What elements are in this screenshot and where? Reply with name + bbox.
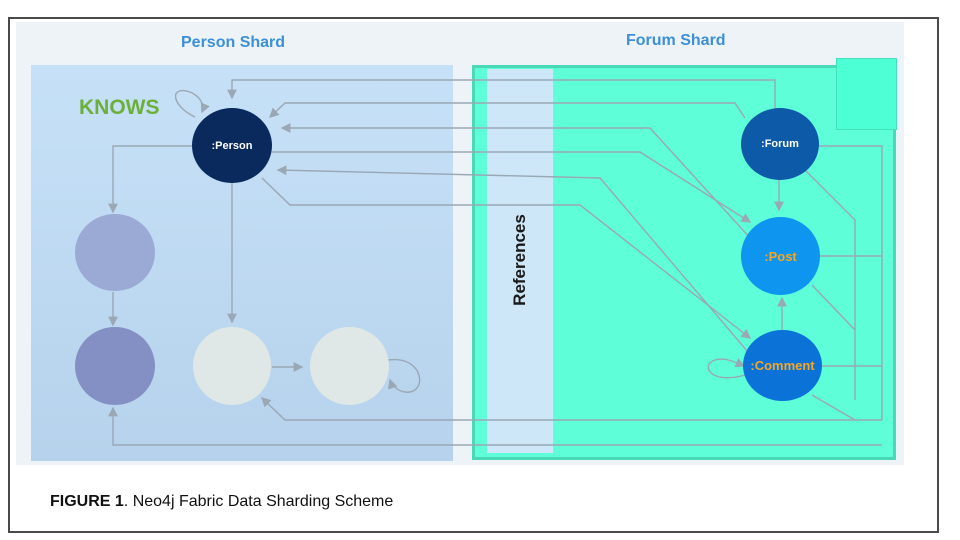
- person-to-comment-edge: [261, 177, 752, 339]
- comment-to-person-edge: [276, 165, 749, 353]
- comment-node: :Comment: [743, 330, 822, 401]
- purple-node-top: [75, 214, 155, 291]
- forum-to-person-edge-2: [268, 102, 746, 119]
- person-to-post-edge: [272, 151, 752, 223]
- caption-text: . Neo4j Fabric Data Sharding Scheme: [123, 493, 394, 510]
- light-node-self-loop-edge: [387, 358, 421, 393]
- person-shard-title: Person Shard: [181, 34, 286, 51]
- person-node-label: :Person: [211, 139, 253, 152]
- person-to-left-node-edge: [108, 145, 192, 214]
- purple-node-bottom: [75, 327, 155, 405]
- forum-shard-title: Forum Shard: [626, 32, 726, 49]
- post-node: :Post: [741, 217, 820, 295]
- bottom-return-edge-1: [260, 397, 882, 421]
- light-node-left: [193, 327, 271, 405]
- forum-to-person-top-edge: [227, 79, 776, 118]
- forum-node-label: :Forum: [761, 138, 799, 150]
- comment-self-loop-edge: [707, 358, 746, 379]
- forum-right-edge: [818, 145, 883, 420]
- references-bar: [487, 69, 553, 453]
- corner-square-decoration: [836, 58, 897, 130]
- forum-node: :Forum: [741, 108, 819, 180]
- references-label: References: [510, 214, 529, 306]
- forum-diagonal-edge: [804, 169, 856, 400]
- post-to-person-edge: [280, 123, 753, 241]
- comment-diagonal-edge: [811, 394, 856, 421]
- figure-caption: FIGURE 1. Neo4j Fabric Data Sharding Sch…: [50, 493, 393, 511]
- caption-prefix: FIGURE 1: [50, 493, 124, 510]
- post-diagonal-edge: [811, 284, 856, 331]
- knows-self-loop-edge: [174, 89, 210, 118]
- post-node-label: :Post: [764, 248, 797, 264]
- light-node-right: [310, 327, 389, 405]
- knows-label: KNOWS: [79, 96, 160, 119]
- comment-node-label: :Comment: [750, 358, 815, 373]
- bottom-return-edge-2: [108, 406, 882, 446]
- person-node: :Person: [192, 108, 272, 183]
